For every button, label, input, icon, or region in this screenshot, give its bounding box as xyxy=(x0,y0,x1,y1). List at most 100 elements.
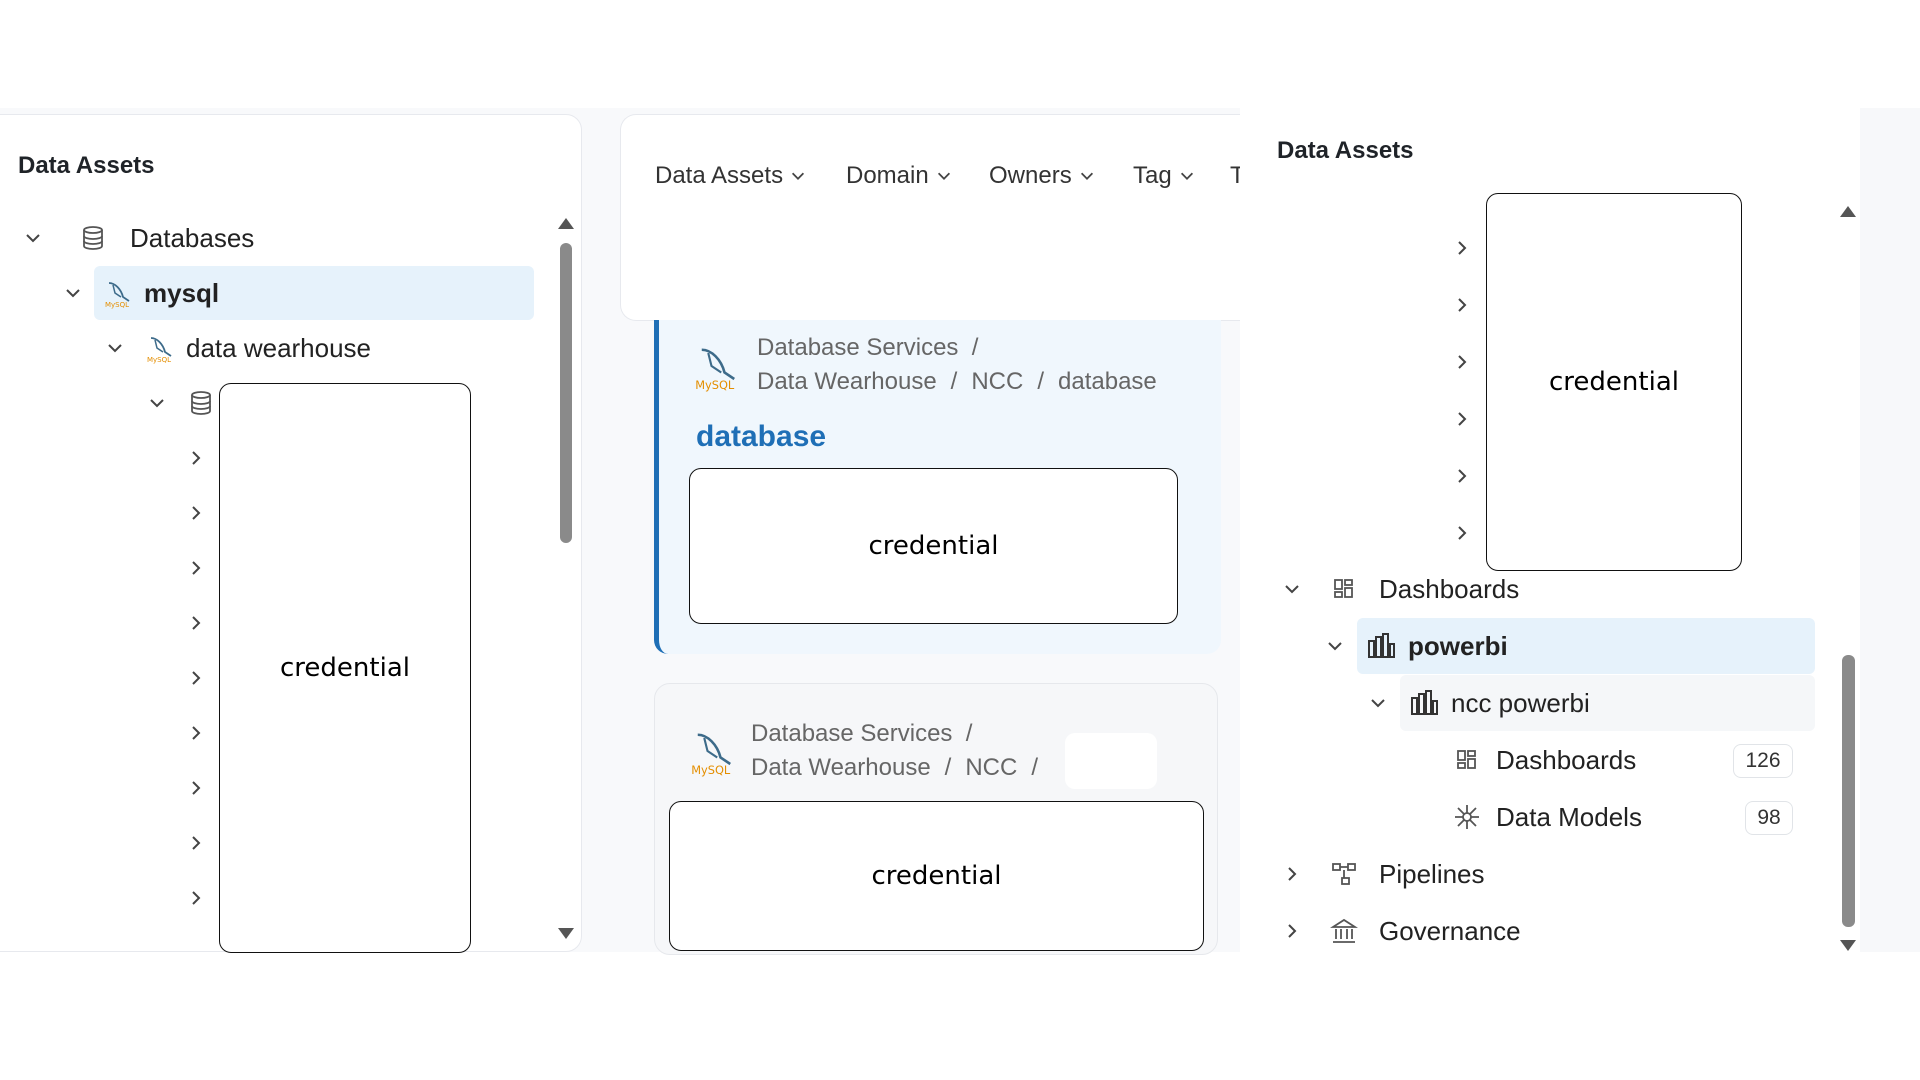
chevron-right-icon[interactable] xyxy=(181,663,211,693)
chevron-right-icon[interactable] xyxy=(1447,404,1477,434)
pipeline-icon xyxy=(1327,857,1361,891)
chevron-down-icon xyxy=(792,172,805,180)
tree-label-governance: Governance xyxy=(1379,915,1521,946)
mysql-icon: MySQL xyxy=(144,331,178,365)
database-icon xyxy=(184,386,218,420)
chevron-right-icon[interactable] xyxy=(181,883,211,913)
dashboard-icon xyxy=(1327,572,1361,606)
scroll-down-arrow-icon[interactable] xyxy=(558,928,574,939)
redaction-box: credential xyxy=(669,801,1204,951)
chevron-down-icon[interactable] xyxy=(1363,688,1393,718)
breadcrumb-separator: / xyxy=(1037,368,1045,395)
breadcrumb-separator: / xyxy=(944,754,952,781)
chevron-right-icon[interactable] xyxy=(1447,461,1477,491)
svg-text:MySQL: MySQL xyxy=(691,763,731,777)
filter-tag[interactable]: Tag xyxy=(1133,162,1196,190)
chevron-down-icon xyxy=(1180,172,1193,180)
redaction-box: credential xyxy=(219,383,471,953)
svg-text:MySQL: MySQL xyxy=(147,356,171,364)
breadcrumb-line1: Database Services / xyxy=(757,334,979,361)
filter-domain[interactable]: Domain xyxy=(846,162,953,190)
left-panel-title: Data Assets xyxy=(18,152,155,179)
tree-item-ncc-powerbi-highlight xyxy=(1400,675,1815,731)
tree-item-sub-dashboards[interactable]: Dashboards xyxy=(1450,733,1790,787)
filter-bar xyxy=(620,114,1241,321)
tree-label-powerbi: powerbi xyxy=(1408,630,1508,661)
chevron-right-icon[interactable] xyxy=(1447,233,1477,263)
governance-icon xyxy=(1327,914,1361,948)
chevron-down-icon[interactable] xyxy=(142,388,172,418)
chevron-right-icon[interactable] xyxy=(1447,347,1477,377)
svg-text:MySQL: MySQL xyxy=(695,378,735,392)
count-badge: 98 xyxy=(1745,801,1793,835)
breadcrumb-item[interactable]: NCC xyxy=(965,754,1018,781)
breadcrumb-item[interactable]: database xyxy=(1058,368,1157,395)
chevron-down-icon[interactable] xyxy=(100,333,130,363)
chevron-down-icon[interactable] xyxy=(1277,574,1307,604)
tree-label-mysql: mysql xyxy=(144,277,220,308)
tree-item-dashboards[interactable]: Dashboards xyxy=(1277,562,1797,616)
tree-label-pipelines: Pipelines xyxy=(1379,858,1485,889)
database-icon xyxy=(76,221,110,255)
chevron-down-icon[interactable] xyxy=(58,278,88,308)
scroll-up-arrow-icon[interactable] xyxy=(1840,206,1856,217)
tree-label-ncc-powerbi: ncc powerbi xyxy=(1451,687,1590,718)
tree-item-databases[interactable]: Databases xyxy=(18,211,538,265)
svg-text:MySQL: MySQL xyxy=(105,301,129,309)
tree-item-mysql-content[interactable]: MySQL mysql xyxy=(58,266,538,320)
asset-name-link[interactable]: database xyxy=(696,420,827,453)
tree-item-data-wearhouse[interactable]: MySQL data wearhouse xyxy=(100,321,540,375)
tree-item-data-models[interactable]: Data Models xyxy=(1450,790,1790,844)
chevron-down-icon xyxy=(937,172,950,180)
tree-item-governance[interactable]: Governance xyxy=(1277,904,1797,958)
tree-item-pipelines[interactable]: Pipelines xyxy=(1277,847,1797,901)
redaction-box: credential xyxy=(689,468,1178,624)
chevron-right-icon[interactable] xyxy=(1277,859,1307,889)
powerbi-icon xyxy=(1364,629,1398,663)
breadcrumb-item[interactable]: Data Wearhouse xyxy=(757,368,937,395)
tree-label-dashboards: Dashboards xyxy=(1379,573,1520,604)
chevron-right-icon[interactable] xyxy=(181,828,211,858)
tree-item-ncc-powerbi[interactable]: ncc powerbi xyxy=(1363,676,1813,730)
tree-label-data-models: Data Models xyxy=(1496,801,1642,832)
breadcrumb-separator: / xyxy=(1031,754,1039,781)
breadcrumb-line1: Database Services / xyxy=(751,720,973,747)
chevron-right-icon[interactable] xyxy=(1447,518,1477,548)
chevron-right-icon[interactable] xyxy=(181,773,211,803)
mysql-icon: MySQL xyxy=(102,276,136,310)
right-panel-title: Data Assets xyxy=(1277,137,1414,164)
scrollbar-thumb[interactable] xyxy=(560,243,572,543)
tree-label-sub-dashboards: Dashboards xyxy=(1496,744,1637,775)
scroll-up-arrow-icon[interactable] xyxy=(558,218,574,229)
tree-label-databases: Databases xyxy=(130,222,255,253)
breadcrumb-blank-chip xyxy=(1065,733,1157,789)
count-badge: 126 xyxy=(1733,744,1793,778)
chevron-right-icon[interactable] xyxy=(181,718,211,748)
tree-label-data-wearhouse: data wearhouse xyxy=(186,332,372,363)
breadcrumb-line2: Data Wearhouse / NCC / xyxy=(751,754,1038,782)
right-panel-edge xyxy=(1860,108,1920,952)
chevron-right-icon[interactable] xyxy=(181,553,211,583)
tree-item-database[interactable] xyxy=(142,376,242,430)
chevron-down-icon[interactable] xyxy=(18,223,48,253)
breadcrumb-item[interactable]: NCC xyxy=(971,368,1024,395)
tree-item-powerbi-highlight xyxy=(1357,618,1815,674)
filter-owners[interactable]: Owners xyxy=(989,162,1096,190)
chevron-right-icon[interactable] xyxy=(1447,290,1477,320)
chevron-down-icon[interactable] xyxy=(1320,631,1350,661)
mysql-icon: MySQL xyxy=(692,340,744,397)
chevron-down-icon xyxy=(1080,172,1093,180)
scrollbar-thumb[interactable] xyxy=(1842,655,1855,927)
tree-item-mysql[interactable] xyxy=(94,266,534,320)
breadcrumb-separator: / xyxy=(950,368,958,395)
breadcrumb-item[interactable]: Data Wearhouse xyxy=(751,754,931,781)
scroll-down-arrow-icon[interactable] xyxy=(1840,940,1856,951)
chevron-right-icon[interactable] xyxy=(181,443,211,473)
chevron-right-icon[interactable] xyxy=(181,498,211,528)
tree-item-powerbi[interactable]: powerbi xyxy=(1320,619,1810,673)
chevron-right-icon[interactable] xyxy=(1277,916,1307,946)
data-model-icon xyxy=(1450,800,1484,834)
chevron-right-icon[interactable] xyxy=(181,608,211,638)
filter-data-assets[interactable]: Data Assets xyxy=(655,162,807,190)
dashboard-icon xyxy=(1450,743,1484,777)
